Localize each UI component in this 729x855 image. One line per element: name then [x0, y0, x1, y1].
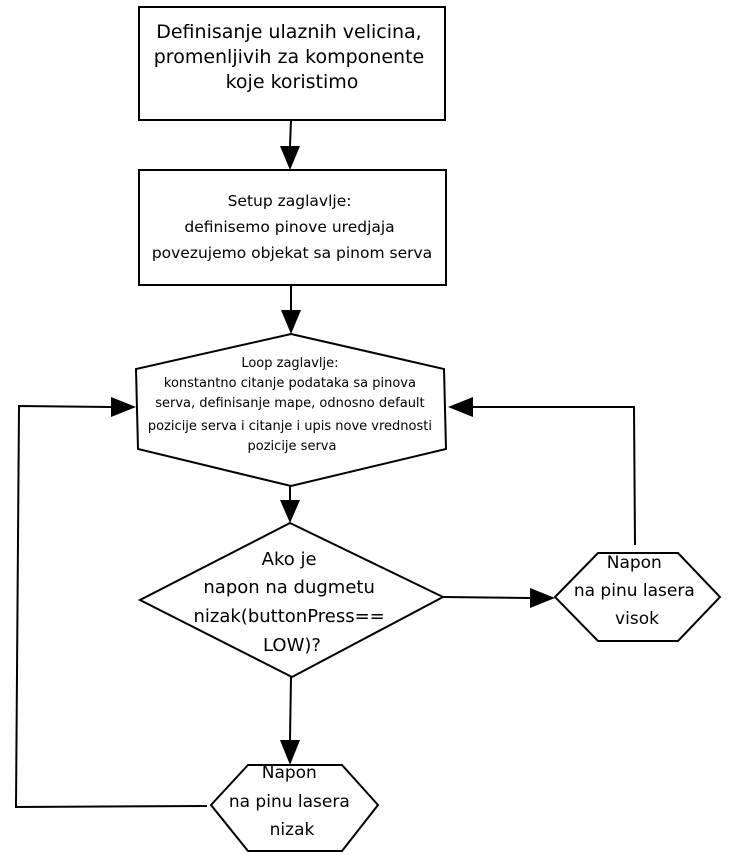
- arrow-decision-to-low: [280, 676, 300, 765]
- arrow-decision-to-high: [442, 588, 555, 608]
- arrow-loop-to-decision: [280, 486, 300, 523]
- init-box: [138, 6, 446, 121]
- loop-text: Loop zaglavlje: konstantno citanje podat…: [148, 356, 436, 454]
- decision-text: Ako je napon na dugmetu nizak(buttonPres…: [194, 549, 391, 656]
- laser-low-hexagon: [209, 764, 380, 852]
- arrow-high-to-loop: [448, 397, 636, 546]
- decision-diamond: [137, 521, 446, 679]
- setup-box: [138, 169, 447, 286]
- arrow-setup-to-loop: [281, 285, 301, 334]
- init-text: Definisanje ulaznih velicina, promenljiv…: [154, 21, 431, 93]
- laser-high-hexagon: [553, 552, 722, 642]
- setup-text: Setup zaglavlje: definisemo pinove uredj…: [152, 192, 432, 262]
- laser-low-text: Napon na pinu lasera nizak: [229, 763, 355, 840]
- arrow-low-to-loop: [14, 397, 208, 809]
- arrow-init-to-setup: [280, 119, 300, 170]
- laser-high-text: Napon na pinu lasera visok: [574, 553, 700, 629]
